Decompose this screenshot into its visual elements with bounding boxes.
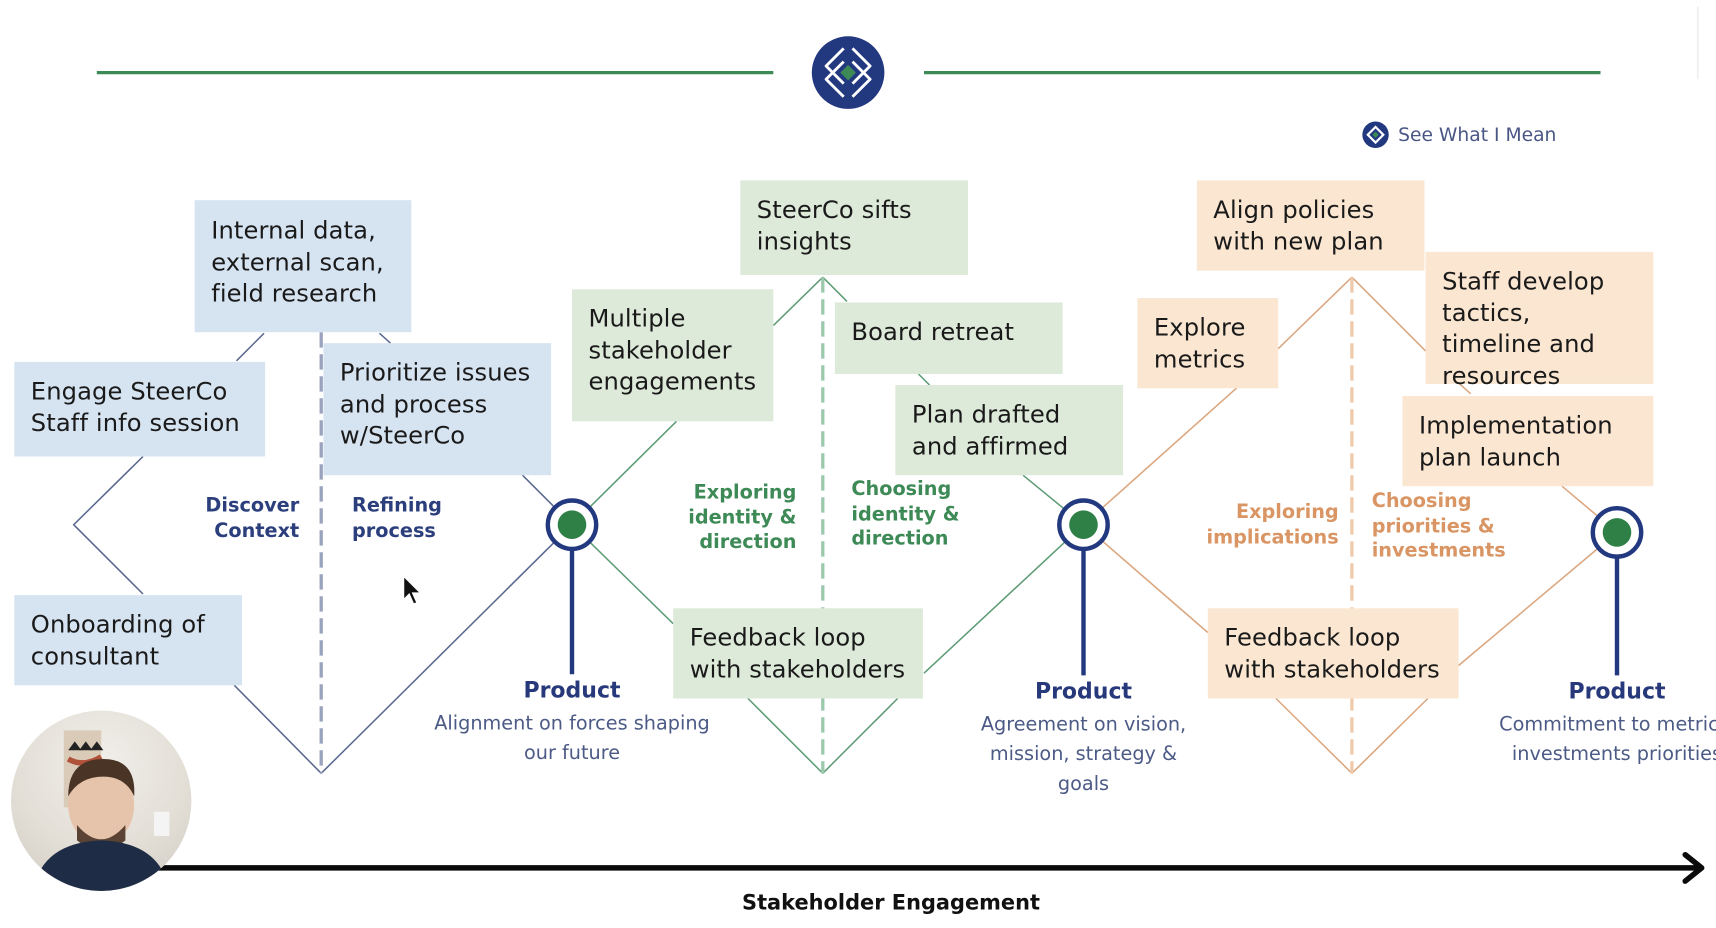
box-plan-drafted: Plan drafted and affirmed	[895, 385, 1124, 476]
engagement-axis-arrow	[154, 851, 1705, 884]
box-feedback-loop-2: Feedback loop with stakeholders	[673, 608, 923, 699]
box-internal-data: Internal data, external scan, field rese…	[194, 200, 412, 333]
phase-label-refining: Refining process	[352, 495, 442, 542]
presenter-video-frame	[33, 730, 170, 891]
product-marker-2	[1057, 498, 1110, 676]
box-explore-metrics: Explore metrics	[1137, 298, 1279, 389]
box-prioritize: Prioritize issues and process w/SteerCo	[323, 343, 552, 476]
box-onboarding: Onboarding of consultant	[14, 595, 242, 686]
phase-label-choosing-identity: Choosing identity & direction	[851, 478, 960, 551]
product-desc-1: Alignment on forces shaping our future	[434, 712, 710, 765]
product-title-2: Product	[1034, 677, 1133, 704]
phase-label-choosing-priorities: Choosing priorities & investments	[1371, 490, 1506, 563]
product-title-3: Product	[1568, 677, 1666, 704]
axis-label: Stakeholder Engagement	[742, 891, 1040, 916]
box-staff-develop: Staff develop tactics, timeline and reso…	[1425, 251, 1654, 390]
box-implementation: Implementation plan launch	[1402, 396, 1654, 487]
box-align-policies: Align policies with new plan	[1196, 180, 1425, 271]
brand-badge: See What I Mean	[1362, 121, 1557, 149]
brand-label: See What I Mean	[1398, 123, 1557, 146]
product-marker-1	[545, 498, 599, 675]
diamond-logo-icon	[1362, 121, 1389, 148]
phase1-diamond	[72, 332, 573, 774]
mouse-cursor-icon	[403, 575, 422, 605]
box-board-retreat: Board retreat	[834, 302, 1063, 374]
phase-label-exploring-identity: Exploring identity & direction	[688, 481, 797, 554]
product-desc-3: Commitment to metrics, investments prior…	[1499, 713, 1716, 766]
phase-label-discover: Discover Context	[205, 495, 300, 542]
box-multiple-engagements: Multiple stakeholder engagements	[572, 289, 774, 422]
box-steerco-sifts: SteerCo sifts insights	[740, 180, 968, 275]
product-title-1: Product	[523, 676, 621, 703]
diamond-chain-logo-icon	[811, 36, 885, 109]
frame-edge	[1697, 6, 1699, 80]
box-engage-steerco: Engage SteerCo Staff info session	[14, 361, 266, 457]
box-feedback-loop-3: Feedback loop with stakeholders	[1207, 608, 1459, 699]
presenter-webcam	[11, 710, 192, 891]
product-marker-3	[1590, 506, 1644, 676]
phase-label-exploring-implications: Exploring implications	[1206, 501, 1339, 549]
product-desc-2: Agreement on vision, mission, strategy &…	[980, 713, 1187, 796]
